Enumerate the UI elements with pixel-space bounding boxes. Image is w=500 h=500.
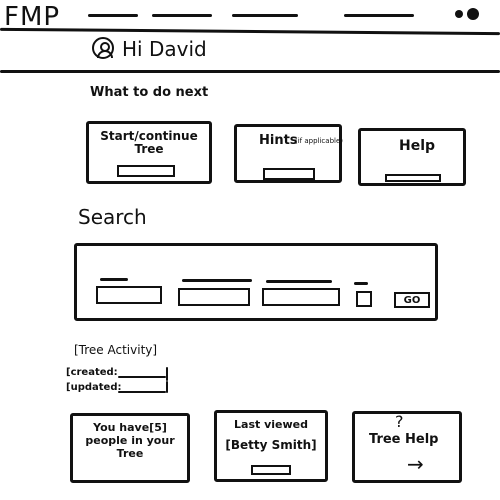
- hints-card[interactable]: Hints (if applicable): [234, 124, 343, 183]
- people-line3: Tree: [116, 447, 144, 460]
- search-go-button[interactable]: GO: [394, 292, 430, 308]
- start-tree-button[interactable]: [117, 165, 175, 177]
- menu-dot-1-icon[interactable]: [455, 10, 463, 18]
- header-divider: [0, 27, 500, 36]
- activity-title: [Tree Activity]: [74, 343, 158, 357]
- greeting-divider: [0, 70, 500, 73]
- updated-value: [118, 391, 166, 393]
- search-field-2-label: [182, 279, 252, 282]
- people-line1: You have[5]: [93, 421, 167, 434]
- tree-help-label: Tree Help: [369, 432, 439, 447]
- tree-help-arrow-icon[interactable]: →: [407, 452, 424, 476]
- search-section-title: Search: [78, 205, 147, 229]
- logo[interactable]: FMP: [4, 2, 61, 32]
- people-card[interactable]: You have[5] people in your Tree: [70, 413, 190, 483]
- search-panel: [74, 243, 438, 321]
- nav-placeholder-2[interactable]: [152, 14, 212, 17]
- hints-label: Hints: [259, 133, 298, 148]
- help-button[interactable]: [385, 174, 441, 182]
- search-go-label: GO: [403, 294, 421, 306]
- last-viewed-card[interactable]: Last viewed [Betty Smith]: [214, 410, 328, 482]
- created-label: [created:: [66, 367, 118, 378]
- created-bracket: [166, 367, 168, 381]
- last-viewed-label: Last viewed: [234, 418, 308, 431]
- updated-bracket: [166, 381, 168, 393]
- next-section-title: What to do next: [90, 85, 209, 100]
- start-tree-card[interactable]: Start/continue Tree: [86, 121, 212, 184]
- nav-placeholder-4[interactable]: [344, 14, 414, 17]
- user-icon[interactable]: [92, 37, 114, 59]
- search-field-1-label: [100, 278, 128, 281]
- created-value: [118, 376, 166, 378]
- tree-help-question-icon: ?: [395, 412, 404, 431]
- help-card[interactable]: Help: [358, 128, 466, 186]
- search-input-3[interactable]: [262, 288, 340, 306]
- search-field-3-label: [266, 280, 332, 283]
- nav-placeholder-3[interactable]: [232, 14, 298, 17]
- people-line2: people in your: [85, 434, 175, 447]
- nav-placeholder-1[interactable]: [88, 14, 138, 17]
- search-input-1[interactable]: [96, 286, 162, 304]
- updated-label: [updated:: [66, 382, 122, 393]
- menu-dot-2-icon[interactable]: [467, 8, 479, 20]
- greeting-text: Hi David: [122, 37, 207, 61]
- last-viewed-name: [Betty Smith]: [225, 438, 317, 452]
- search-input-2[interactable]: [178, 288, 250, 306]
- hints-note: (if applicable): [295, 137, 343, 145]
- hints-button[interactable]: [263, 168, 315, 180]
- start-tree-label: Start/continue Tree: [100, 129, 198, 156]
- tree-help-card[interactable]: ? Tree Help →: [352, 411, 462, 483]
- help-label: Help: [399, 138, 436, 154]
- search-field-4-label: [354, 282, 368, 285]
- search-input-4[interactable]: [356, 291, 372, 307]
- last-viewed-button[interactable]: [251, 465, 291, 475]
